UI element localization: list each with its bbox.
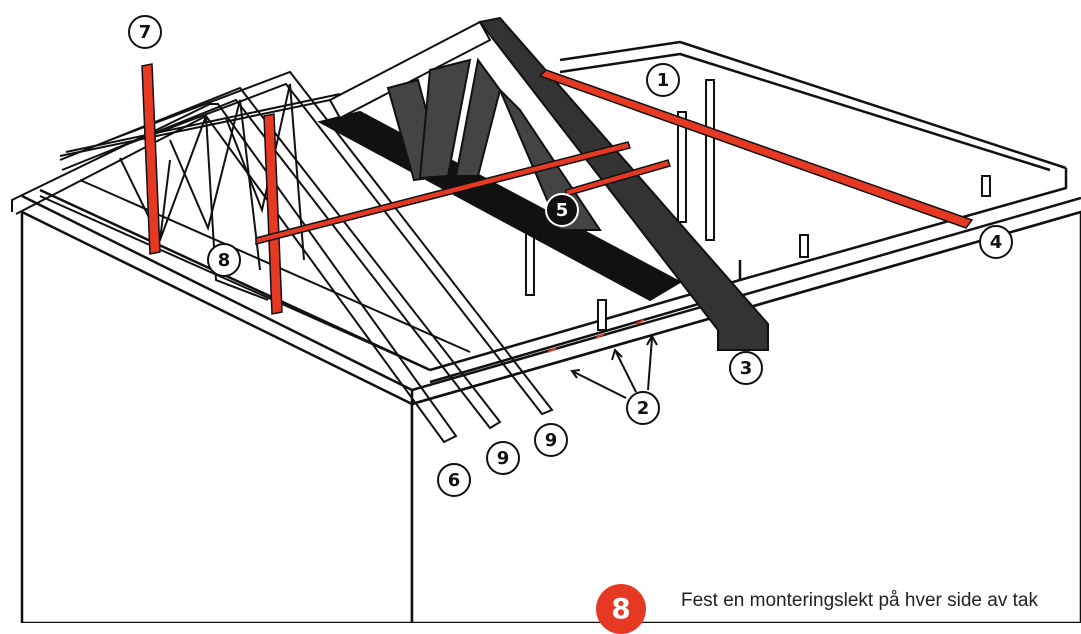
svg-text:7: 7: [139, 22, 152, 43]
callout-2: 2: [626, 391, 660, 425]
callout-4: 4: [979, 225, 1013, 259]
svg-text:1: 1: [657, 70, 670, 91]
truss-position-marks: [547, 319, 645, 353]
callout-6: 6: [437, 463, 471, 497]
callout-9a: 9: [486, 441, 520, 475]
callout-7: 7: [128, 15, 162, 49]
svg-text:6: 6: [448, 470, 461, 491]
callout-1: 1: [646, 63, 680, 97]
wall-studs: [525, 79, 991, 331]
callout-2-arrows: [570, 333, 658, 399]
svg-text:2: 2: [637, 398, 650, 419]
big-truss-left-rafter: [328, 20, 492, 120]
step-number-badge: 8: [596, 584, 646, 634]
batten-8: [255, 141, 631, 245]
callout-5: 5: [545, 193, 579, 227]
front-wall: [410, 210, 1081, 623]
svg-text:5: 5: [556, 200, 569, 221]
inner-wall-right: [738, 168, 1068, 282]
large-truss: [317, 16, 769, 351]
svg-text:8: 8: [218, 250, 231, 271]
inner-top-plate: [429, 278, 741, 372]
support-post-7: [141, 63, 161, 255]
big-truss-right-rafter: [478, 16, 769, 351]
red-components: [141, 63, 974, 315]
step-instruction-text: Fest en monteringslekt på hver side av t…: [681, 590, 1038, 611]
batten-5: [565, 159, 671, 197]
small-trusses: [11, 70, 554, 444]
building-walls: [20, 40, 1081, 623]
support-post-mid: [263, 113, 283, 315]
svg-text:4: 4: [990, 232, 1003, 253]
svg-text:3: 3: [740, 358, 753, 379]
back-wall-top: [559, 40, 1067, 170]
callouts: 1 2 3 4 5 6 7 8: [128, 15, 1013, 497]
callout-9b: 9: [534, 423, 568, 457]
callout-3: 3: [729, 351, 763, 385]
batten-1-4: [538, 69, 974, 229]
svg-text:9: 9: [545, 430, 558, 451]
callout-8: 8: [207, 243, 241, 277]
left-wall: [20, 210, 414, 623]
svg-text:9: 9: [497, 448, 510, 469]
front-top-plate: [411, 196, 1081, 392]
